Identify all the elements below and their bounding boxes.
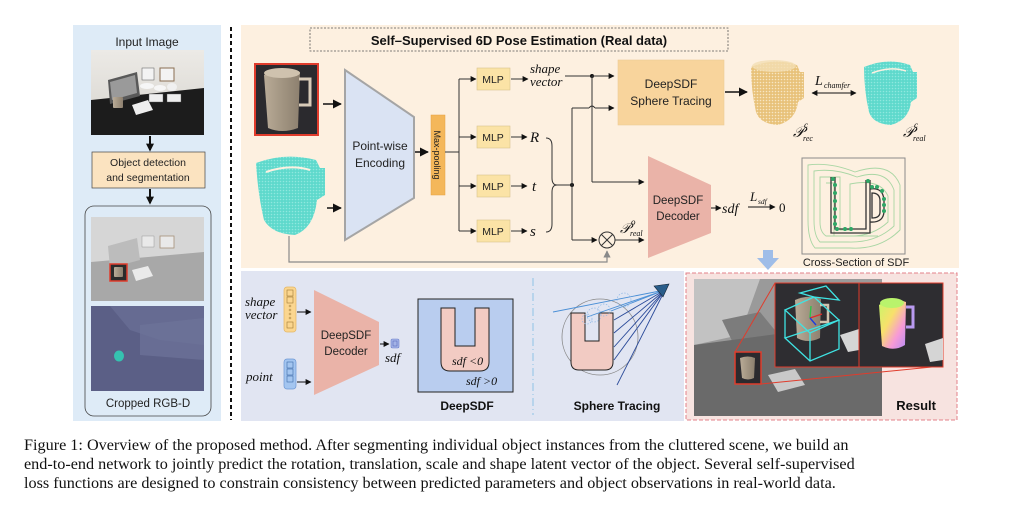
shape-vector-column (283, 286, 297, 333)
bottom-panel: shape vector point DeepSDF Decoder sdf (241, 271, 684, 421)
sdf-output-cell (390, 338, 400, 349)
input-image-label: Input Image (115, 35, 179, 49)
input-rgb-crop (254, 63, 319, 136)
p-real-sup: c (914, 120, 918, 130)
bottom-sdf-label: sdf (385, 350, 403, 365)
result-caption: Result (896, 398, 936, 413)
sdf-output: sdf (722, 202, 740, 217)
deepsdf-decoder-bottom (314, 290, 379, 395)
mlp-shape: MLP (476, 67, 511, 91)
l-sdf: L (749, 189, 757, 204)
svg-text:MLP: MLP (482, 132, 504, 144)
figure-caption: Figure 1: Overview of the proposed metho… (24, 436, 1004, 493)
encoder-line1: Point-wise (352, 139, 408, 153)
deepsdf-illustration (417, 298, 514, 393)
main-title: Self–Supervised 6D Pose Estimation (Real… (371, 33, 667, 48)
bottom-shape-line1: shape (245, 294, 276, 309)
sdf-positive-label: sdf >0 (466, 374, 497, 388)
deepsdf-decoder-main (648, 156, 711, 258)
result-down-arrow (757, 250, 779, 270)
cropped-rgbd-frame (84, 205, 212, 417)
detection-segmentation-box (91, 151, 206, 189)
deepsdf-caption: DeepSDF (440, 399, 493, 413)
sphere-tracing-line1: DeepSDF (645, 77, 698, 91)
point-cloud-feed-line (288, 236, 611, 263)
pointwise-encoder (344, 68, 415, 242)
mlp-translation: MLP (476, 174, 511, 198)
output-scale: s (530, 224, 536, 240)
deepsdf-sphere-tracing-box (617, 59, 725, 126)
p-real-o-sub: real (630, 229, 643, 238)
l-chamfer-sub: chamfer (824, 81, 851, 90)
max-pooling-label: Max-pooling (432, 130, 442, 179)
caption-line-3: loss functions are designed to constrain… (24, 474, 836, 492)
input-point-cloud (256, 156, 325, 235)
bottom-decoder-line1: DeepSDF (321, 330, 372, 342)
p-real-o-sup: o (631, 217, 636, 227)
p-rec-sub: rec (803, 134, 813, 143)
bottom-shape-line2: vector (245, 307, 278, 322)
left-panel: Input Image Object detection and segment… (73, 25, 221, 421)
detection-box-line1: Object detection (110, 157, 186, 169)
encoder-line2: Encoding (355, 156, 405, 170)
caption-line-1: Figure 1: Overview of the proposed metho… (24, 436, 849, 454)
sphere-tracing-line2: Sphere Tracing (630, 94, 711, 108)
result-panel: Result (685, 272, 958, 421)
main-panel: Self–Supervised 6D Pose Estimation (Real… (241, 25, 959, 270)
svg-text:MLP: MLP (482, 226, 504, 238)
mlp-rotation: MLP (476, 125, 511, 149)
sphere-tracing-illustration (552, 283, 670, 386)
svg-text:MLP: MLP (482, 74, 504, 86)
p-rec-sup: c (804, 120, 808, 130)
cross-section-label: Cross-Section of SDF (803, 257, 910, 269)
depth-image (91, 306, 204, 391)
cropped-rgbd-label: Cropped RGB-D (106, 398, 190, 410)
decoder-main-line2: Decoder (656, 211, 700, 223)
zero-target: 0 (779, 200, 786, 215)
reconstructed-point-cloud (751, 60, 804, 125)
p-real-sub: real (913, 134, 926, 143)
figure-diagram: Input Image Object detection and segment… (73, 25, 959, 421)
max-pooling-block (430, 114, 446, 196)
svg-text:MLP: MLP (482, 181, 504, 193)
output-rotation: R (529, 130, 539, 146)
real-point-cloud (864, 61, 917, 125)
caption-line-2: end-to-end network to jointly predict th… (24, 455, 855, 473)
input-image (91, 50, 204, 135)
output-translation: t (532, 179, 537, 195)
detection-box-line2: and segmentation (106, 172, 190, 184)
l-sdf-sub: sdf (758, 197, 768, 206)
mlp-scale: MLP (476, 219, 511, 243)
sphere-tracing-caption: Sphere Tracing (574, 399, 661, 413)
sdf-cross-section (801, 157, 906, 255)
bottom-point-label: point (245, 369, 273, 384)
shape-vector-line1: shape (530, 61, 561, 76)
bottom-decoder-line2: Decoder (324, 346, 368, 358)
sdf-negative-label: sdf <0 (452, 354, 483, 368)
l-chamfer: L (814, 74, 823, 89)
point-column (283, 358, 297, 390)
decoder-main-line1: DeepSDF (653, 195, 704, 207)
shape-vector-line2: vector (530, 74, 563, 89)
segmented-image (91, 217, 204, 301)
